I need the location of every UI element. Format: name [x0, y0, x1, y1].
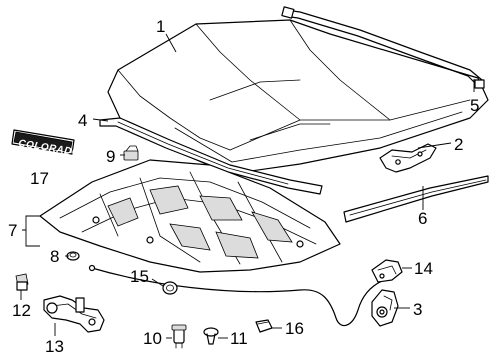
hood-emblem: COLORADO: [11, 129, 81, 159]
callout-13: 13: [45, 337, 64, 356]
hood-edge-seal: [281, 6, 485, 89]
callout-5: 5: [470, 96, 479, 115]
cable-clip-15: [162, 281, 178, 295]
callout-11: 11: [230, 329, 248, 348]
hood-latch: [371, 289, 399, 327]
callout-17: 17: [30, 169, 49, 188]
callout-3: 3: [413, 300, 422, 319]
callout-4: 4: [78, 111, 87, 130]
callout-10: 10: [143, 329, 162, 348]
leader-lines: [20, 33, 475, 339]
hood-hinge: [43, 295, 105, 333]
callout-labels: 1 2 3 4 5 6 7 8 9 10 11 12 13 14 15 16 1…: [8, 17, 479, 356]
nut-clip-16: [255, 319, 273, 333]
release-cable: [88, 264, 385, 327]
hood-rail: [343, 175, 489, 223]
bumper-stop-10: [171, 324, 187, 349]
hinge-bracket: [379, 143, 437, 173]
front-seal-strip: [99, 117, 323, 195]
callout-6: 6: [418, 209, 427, 228]
hood-inner-panel: [39, 159, 341, 273]
push-clip-11: [203, 327, 219, 345]
callout-2: 2: [454, 135, 463, 154]
bumper-12: [15, 273, 29, 291]
release-handle: [371, 259, 403, 283]
callout-12: 12: [12, 301, 31, 320]
callout-16: 16: [285, 319, 304, 338]
callout-8: 8: [50, 247, 59, 266]
callout-1: 1: [156, 17, 165, 36]
callout-14: 14: [414, 259, 433, 278]
callout-9: 9: [106, 147, 115, 166]
callout-15: 15: [130, 267, 149, 286]
callout-7: 7: [8, 221, 17, 240]
clip-9: [123, 145, 139, 161]
